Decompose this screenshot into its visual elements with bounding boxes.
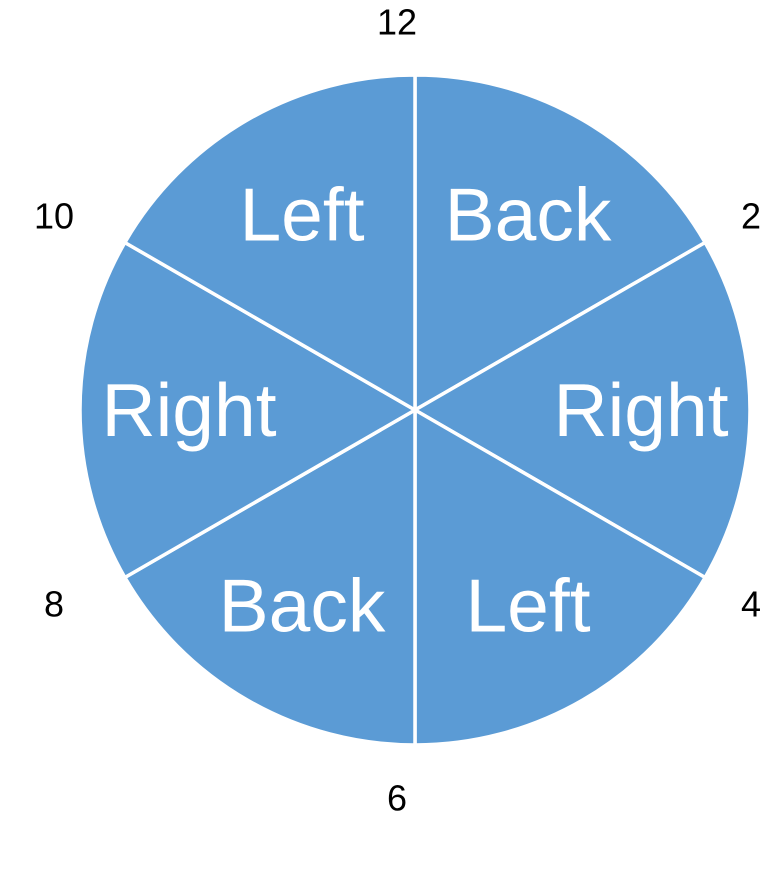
- clock-hour-label-12: 12: [377, 2, 417, 43]
- clock-hour-label-8: 8: [44, 584, 64, 625]
- pie-slice-back-6to8: [123, 408, 417, 747]
- slice-label-left-10to12: Left: [239, 172, 364, 256]
- clock-hour-label-2: 2: [741, 196, 761, 237]
- clock-hour-label-4: 4: [741, 584, 761, 625]
- slice-label-right-2to4: Right: [553, 368, 728, 452]
- slice-label-back-12to2: Back: [445, 172, 612, 256]
- pie-slice-right-8to10: [78, 240, 417, 580]
- pie-slice-right-2to4: [413, 240, 752, 580]
- pie-slice-left-4to6: [413, 408, 707, 747]
- pie-slice-left-10to12: [123, 73, 417, 412]
- clock-hour-label-6: 6: [387, 778, 407, 819]
- slice-label-right-8to10: Right: [101, 368, 276, 452]
- slice-label-back-6to8: Back: [219, 564, 386, 648]
- pie-slice-back-12to2: [413, 73, 707, 412]
- clock-hour-label-10: 10: [34, 196, 74, 237]
- slice-label-left-4to6: Left: [465, 564, 590, 648]
